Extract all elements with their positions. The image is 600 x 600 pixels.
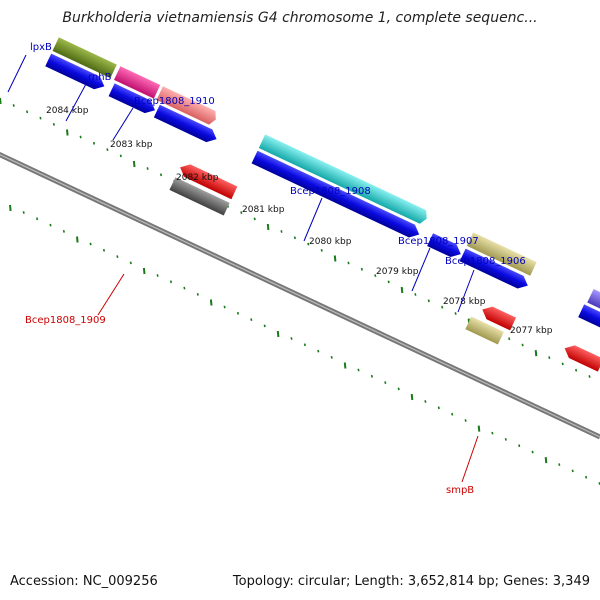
gene-lpxB[interactable] xyxy=(52,37,117,79)
cds-forward-7[interactable] xyxy=(578,304,600,331)
cds-forward-5[interactable] xyxy=(427,233,464,260)
label-lpxB[interactable]: lpxB xyxy=(30,42,52,53)
cds-forward-1[interactable] xyxy=(45,53,107,93)
map-title: Burkholderia vietnamiensis G4 chromosome… xyxy=(62,10,538,26)
topology-stats: Topology: circular; Length: 3,652,814 bp… xyxy=(232,574,590,589)
kbp-label-2080: 2080 kbp xyxy=(309,237,352,247)
gene-Bcep1808_1909[interactable] xyxy=(169,177,230,216)
cds-forward-3[interactable] xyxy=(153,104,220,146)
gene-rnhB[interactable] xyxy=(114,66,161,99)
gene-Bcep1808_1909-cds[interactable] xyxy=(177,161,238,200)
kbp-label-2077: 2077 kbp xyxy=(510,326,553,336)
label-Bcep1808_1910[interactable]: Bcep1808_1910 xyxy=(134,96,215,107)
kbp-label-2083: 2083 kbp xyxy=(110,140,153,150)
label-smpB[interactable]: smpB xyxy=(446,485,474,496)
label-Bcep1808_1907[interactable]: Bcep1808_1907 xyxy=(398,236,479,247)
accession-text: Accession: NC_009256 xyxy=(10,574,158,589)
kbp-label-2078: 2078 kbp xyxy=(443,297,486,307)
cds-reverse-edge[interactable] xyxy=(562,342,600,372)
cds-forward-2[interactable] xyxy=(108,83,158,116)
kbp-label-2084: 2084 kbp xyxy=(46,106,89,116)
gene-smpB[interactable] xyxy=(465,316,504,345)
cds-forward-4[interactable] xyxy=(251,150,423,241)
gene-Bcep1808_1910[interactable] xyxy=(156,86,219,126)
kbp-label-2082: 2082 kbp xyxy=(176,173,219,183)
gene-purple[interactable] xyxy=(587,288,600,318)
gene-smpB-cds[interactable] xyxy=(479,303,517,331)
gene-Bcep1808_1906[interactable] xyxy=(466,232,537,276)
gene-Bcep1808_1908[interactable] xyxy=(258,134,430,225)
label-Bcep1808_1908[interactable]: Bcep1808_1908 xyxy=(290,186,371,197)
outer-kbp-tick-ring xyxy=(0,97,591,378)
label-Bcep1808_1906[interactable]: Bcep1808_1906 xyxy=(445,256,526,267)
label-rnhB[interactable]: rnhB xyxy=(88,72,112,83)
kbp-label-2079: 2079 kbp xyxy=(376,267,419,277)
inner-tick-ring xyxy=(9,204,600,485)
kbp-label-2081: 2081 kbp xyxy=(242,205,285,215)
label-Bcep1808_1909[interactable]: Bcep1808_1909 xyxy=(25,315,106,326)
cds-forward-6[interactable] xyxy=(459,248,531,292)
